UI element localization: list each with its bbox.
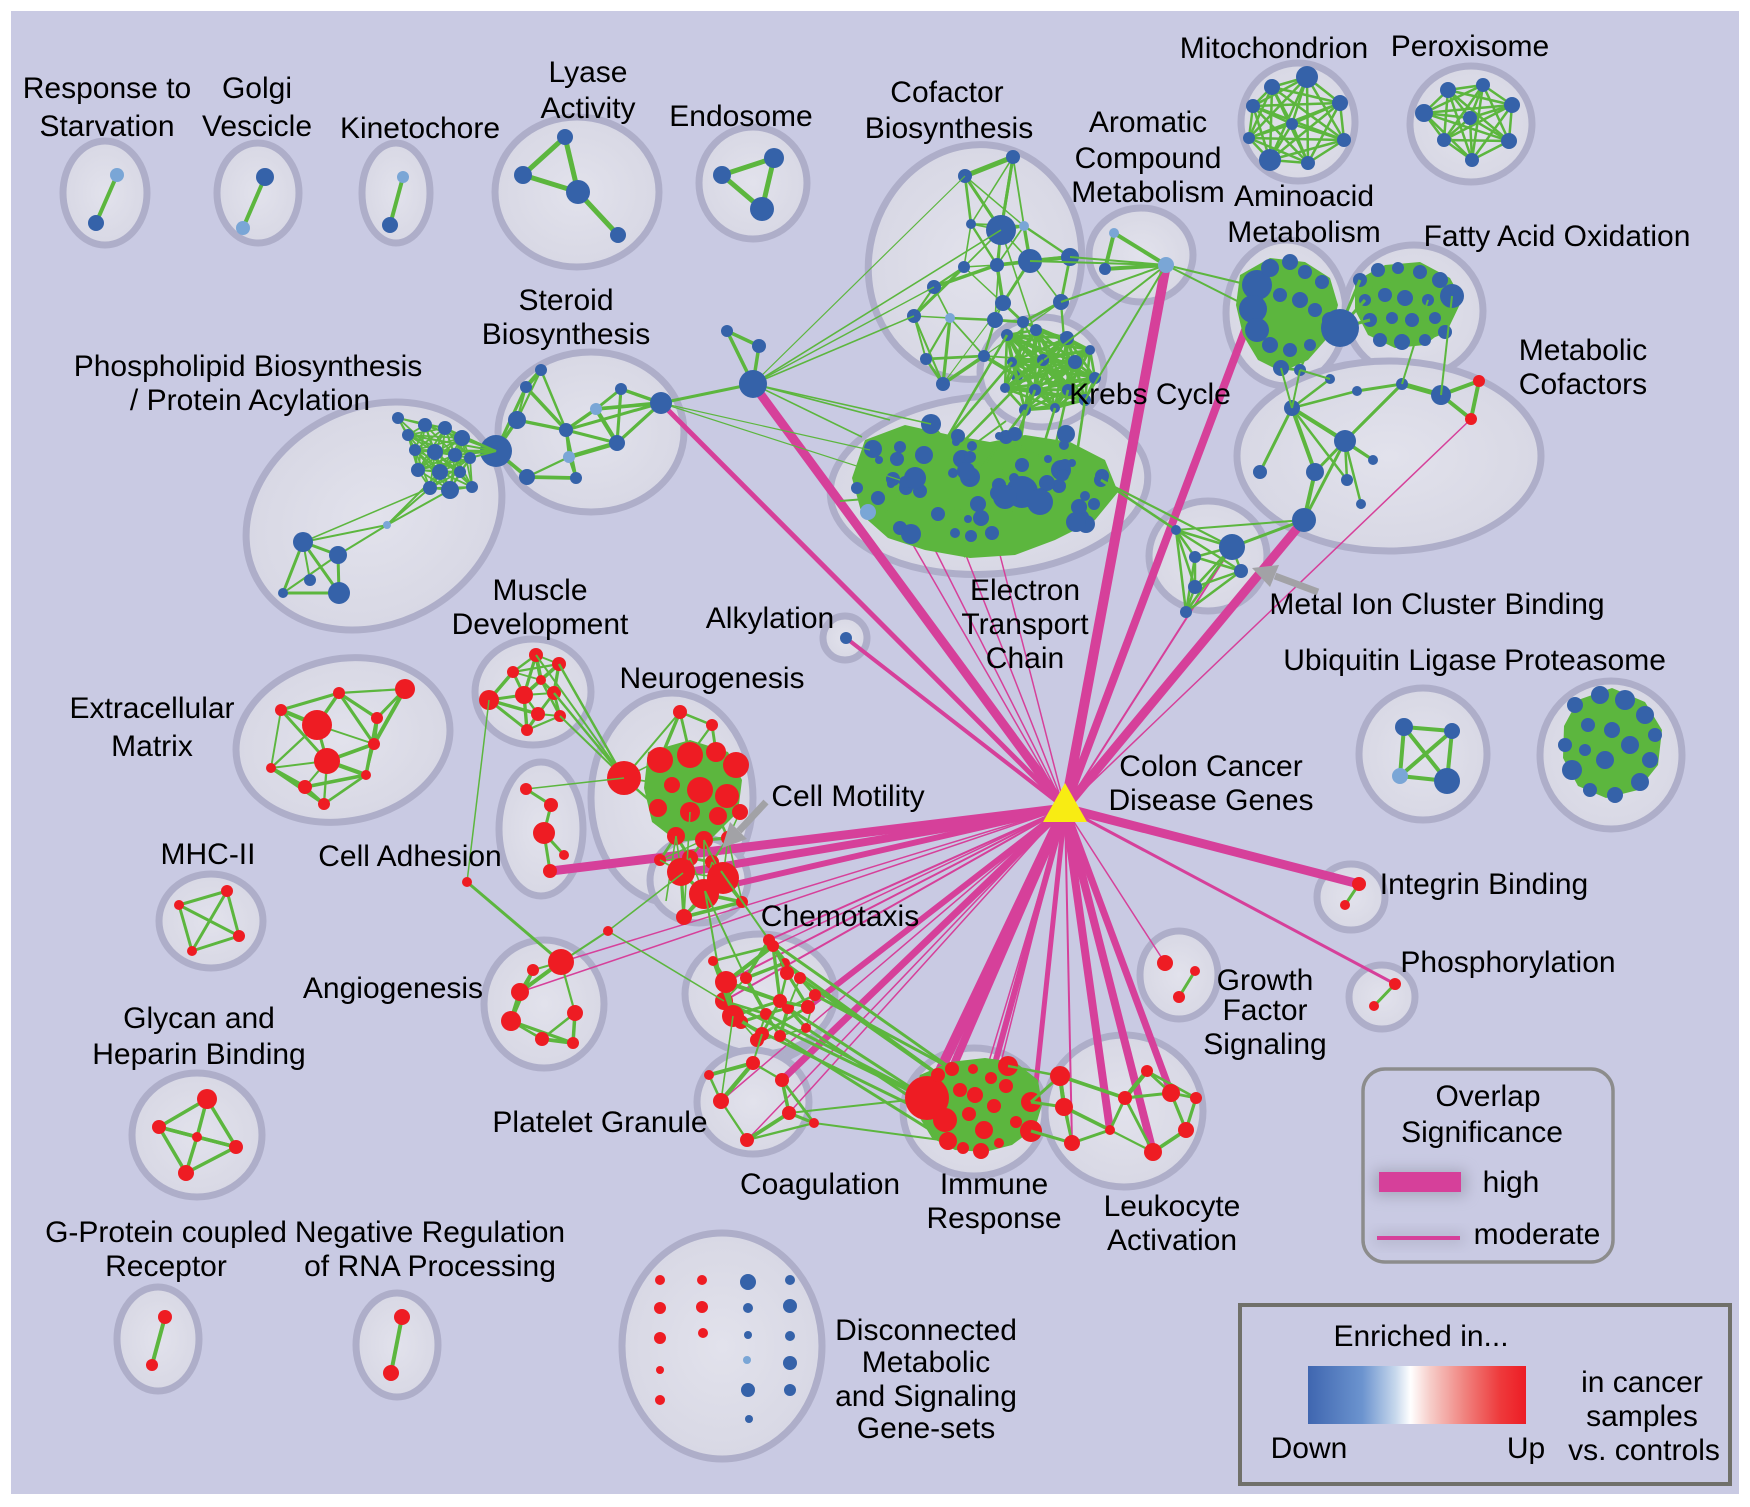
svg-text:Activity: Activity [540,92,635,125]
svg-text:Negative Regulation: Negative Regulation [295,1216,565,1249]
svg-text:Proteasome: Proteasome [1504,644,1666,677]
svg-text:Receptor: Receptor [105,1250,227,1283]
svg-text:Compound: Compound [1075,142,1222,175]
svg-text:/ Protein Acylation: / Protein Acylation [130,384,370,417]
svg-text:Phosphorylation: Phosphorylation [1400,946,1615,979]
svg-text:Metabolic: Metabolic [1519,334,1647,367]
svg-text:Disease Genes: Disease Genes [1108,784,1313,817]
svg-text:Electron: Electron [970,574,1080,607]
svg-text:Starvation: Starvation [39,110,174,143]
svg-text:Phospholipid Biosynthesis: Phospholipid Biosynthesis [74,350,423,383]
svg-text:Neurogenesis: Neurogenesis [619,662,804,695]
svg-text:Development: Development [452,608,629,641]
svg-text:Muscle: Muscle [492,574,587,607]
svg-text:Ubiquitin Ligase: Ubiquitin Ligase [1283,644,1496,677]
svg-text:Chain: Chain [986,642,1064,675]
svg-text:MHC-II: MHC-II [161,838,256,871]
svg-text:Heparin Binding: Heparin Binding [92,1038,305,1071]
svg-text:Up: Up [1507,1432,1545,1465]
svg-text:Disconnected: Disconnected [835,1314,1017,1347]
svg-text:Mitochondrion: Mitochondrion [1180,32,1368,65]
svg-text:Colon Cancer: Colon Cancer [1119,750,1302,783]
svg-text:Factor: Factor [1222,994,1307,1027]
svg-text:Aromatic: Aromatic [1089,106,1207,139]
svg-text:Gene-sets: Gene-sets [857,1412,995,1445]
svg-text:Significance: Significance [1401,1116,1563,1149]
svg-text:Metabolic: Metabolic [862,1346,990,1379]
svg-text:Leukocyte: Leukocyte [1104,1190,1241,1223]
svg-text:samples: samples [1586,1400,1698,1433]
svg-text:Peroxisome: Peroxisome [1391,30,1549,63]
svg-text:Response to: Response to [23,72,191,105]
svg-text:Matrix: Matrix [111,730,193,763]
svg-text:Integrin Binding: Integrin Binding [1380,868,1588,901]
svg-text:Platelet Granule: Platelet Granule [492,1106,707,1139]
svg-text:Growth: Growth [1217,964,1314,997]
svg-text:Immune: Immune [940,1168,1048,1201]
svg-text:Fatty Acid Oxidation: Fatty Acid Oxidation [1424,220,1691,253]
svg-text:Cofactors: Cofactors [1519,368,1647,401]
svg-text:Extracellular: Extracellular [69,692,234,725]
svg-text:Signaling: Signaling [1203,1028,1326,1061]
svg-text:in cancer: in cancer [1581,1366,1703,1399]
svg-text:Kinetochore: Kinetochore [340,112,500,145]
svg-text:G-Protein coupled: G-Protein coupled [45,1216,287,1249]
svg-text:Metabolism: Metabolism [1227,216,1380,249]
svg-text:Aminoacid: Aminoacid [1234,180,1374,213]
svg-text:Down: Down [1271,1432,1348,1465]
svg-text:Cofactor: Cofactor [890,76,1003,109]
svg-text:Chemotaxis: Chemotaxis [761,900,919,933]
svg-text:Krebs Cycle: Krebs Cycle [1069,378,1231,411]
svg-text:Angiogenesis: Angiogenesis [303,972,483,1005]
svg-text:Cell Motility: Cell Motility [771,780,924,813]
svg-text:of RNA Processing: of RNA Processing [304,1250,556,1283]
svg-text:Biosynthesis: Biosynthesis [865,112,1033,145]
svg-text:Enriched in...: Enriched in... [1333,1320,1508,1353]
svg-text:moderate: moderate [1474,1218,1601,1251]
svg-text:Alkylation: Alkylation [706,602,834,635]
svg-text:Glycan and: Glycan and [123,1002,275,1035]
svg-text:Metabolism: Metabolism [1071,176,1224,209]
svg-text:Cell Adhesion: Cell Adhesion [318,840,501,873]
svg-text:Biosynthesis: Biosynthesis [482,318,650,351]
svg-text:Response: Response [926,1202,1061,1235]
svg-text:Transport: Transport [961,608,1089,641]
svg-text:vs. controls: vs. controls [1568,1434,1720,1467]
svg-text:Coagulation: Coagulation [740,1168,900,1201]
svg-text:Golgi: Golgi [222,72,292,105]
svg-text:Lyase: Lyase [549,56,628,89]
svg-text:high: high [1483,1166,1540,1199]
svg-text:Endosome: Endosome [669,100,812,133]
svg-text:Overlap: Overlap [1435,1080,1540,1113]
svg-text:Activation: Activation [1107,1224,1237,1257]
svg-text:Vescicle: Vescicle [202,110,312,143]
svg-text:and Signaling: and Signaling [835,1380,1017,1413]
svg-text:Steroid: Steroid [518,284,613,317]
svg-text:Metal Ion Cluster Binding: Metal Ion Cluster Binding [1269,588,1604,621]
